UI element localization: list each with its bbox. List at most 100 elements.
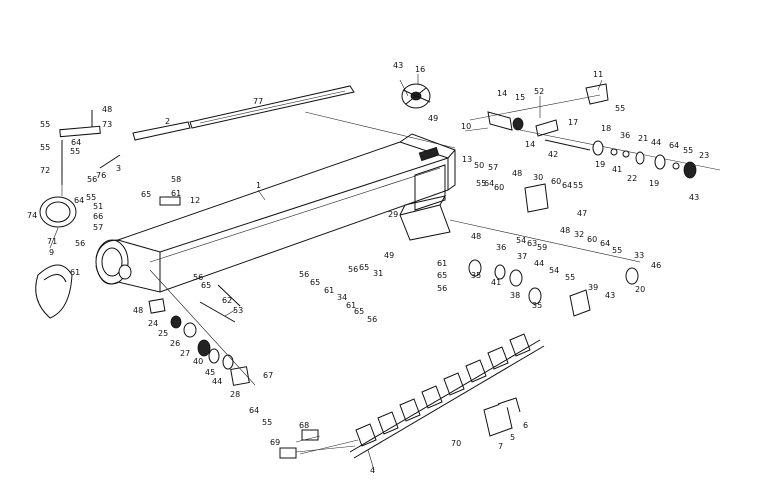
callout-56g: 56 <box>367 315 377 324</box>
callout-28: 28 <box>230 390 240 399</box>
callout-60c: 60 <box>587 235 597 244</box>
callout-12: 12 <box>190 196 200 205</box>
callout-13: 13 <box>462 155 472 164</box>
callout-77: 77 <box>253 97 263 106</box>
callout-55g: 55 <box>573 181 583 190</box>
callout-36b: 36 <box>620 131 630 140</box>
callout-16: 16 <box>415 65 425 74</box>
chain-conveyor <box>279 333 545 459</box>
callout-74: 74 <box>27 211 37 220</box>
callout-36a: 36 <box>496 243 506 252</box>
callout-7: 7 <box>498 442 503 451</box>
callout-56d: 56 <box>299 270 309 279</box>
callout-42: 42 <box>548 150 558 159</box>
callout-41b: 41 <box>612 165 622 174</box>
callout-38: 38 <box>510 291 520 300</box>
callout-44c: 44 <box>651 138 661 147</box>
callout-55d: 55 <box>86 193 96 202</box>
callout-17: 17 <box>568 118 578 127</box>
callout-32: 32 <box>574 230 584 239</box>
callout-71: 71 <box>47 237 57 246</box>
callout-60b: 60 <box>551 177 561 186</box>
leader-lines <box>49 74 603 471</box>
left-parts <box>35 110 181 319</box>
callout-55b: 55 <box>40 143 50 152</box>
callout-66: 66 <box>93 212 103 221</box>
callout-10: 10 <box>461 122 471 131</box>
callout-3: 3 <box>116 164 121 173</box>
callout-65b: 65 <box>201 281 211 290</box>
callout-69: 69 <box>270 438 280 447</box>
callout-19a: 19 <box>595 160 605 169</box>
callout-55h: 55 <box>683 146 693 155</box>
callout-55j: 55 <box>565 273 575 282</box>
callout-4: 4 <box>370 466 375 475</box>
callout-65f: 65 <box>354 307 364 316</box>
chain-links <box>355 333 531 447</box>
callout-11: 11 <box>593 70 603 79</box>
callout-44b: 44 <box>534 259 544 268</box>
callout-58: 58 <box>171 175 181 184</box>
callout-45: 45 <box>205 368 215 377</box>
callout-64g: 64 <box>249 406 259 415</box>
callout-54a: 54 <box>516 236 526 245</box>
callout-56a: 56 <box>87 175 97 184</box>
callout-49b: 49 <box>384 251 394 260</box>
callout-40: 40 <box>193 357 203 366</box>
callout-56b: 56 <box>75 239 85 248</box>
callout-61b: 61 <box>171 189 181 198</box>
callout-60a: 60 <box>494 183 504 192</box>
callout-14a: 14 <box>497 89 507 98</box>
callout-64d: 64 <box>484 179 494 188</box>
callout-70: 70 <box>451 439 461 448</box>
callout-19b: 19 <box>649 179 659 188</box>
callout-51: 51 <box>93 202 103 211</box>
callout-23: 23 <box>699 151 709 160</box>
right-bracket <box>399 183 641 317</box>
callout-55: 55 <box>40 120 50 129</box>
callout-46: 46 <box>651 261 661 270</box>
callout-43c: 43 <box>605 291 615 300</box>
callout-26: 26 <box>170 339 180 348</box>
callout-labels: 1 2 3 4 5 6 7 9 10 11 12 13 14 14 15 16 … <box>27 61 709 475</box>
callout-56f: 56 <box>437 284 447 293</box>
callout-50: 50 <box>474 161 484 170</box>
callout-15: 15 <box>515 93 525 102</box>
callout-61d: 61 <box>324 286 334 295</box>
pulley-assembly <box>399 79 721 179</box>
callout-5: 5 <box>510 433 515 442</box>
callout-61a: 61 <box>70 268 80 277</box>
callout-48d: 48 <box>133 306 143 315</box>
callout-48e: 48 <box>560 226 570 235</box>
callout-59: 59 <box>537 243 547 252</box>
callout-22: 22 <box>627 174 637 183</box>
callout-65d: 65 <box>359 263 369 272</box>
callout-25: 25 <box>158 329 168 338</box>
callout-55i: 55 <box>612 246 622 255</box>
callout-65e: 65 <box>437 271 447 280</box>
callout-52: 52 <box>534 87 544 96</box>
callout-14b: 14 <box>525 140 535 149</box>
callout-48a: 48 <box>102 105 112 114</box>
callout-54b: 54 <box>549 266 559 275</box>
callout-43b: 43 <box>689 193 699 202</box>
callout-64c: 64 <box>562 181 572 190</box>
callout-76: 76 <box>96 171 106 180</box>
callout-29: 29 <box>388 210 398 219</box>
callout-61c: 61 <box>437 259 447 268</box>
callout-18: 18 <box>601 124 611 133</box>
callout-56e: 56 <box>348 265 358 274</box>
callout-64e: 64 <box>669 141 679 150</box>
callout-57b: 57 <box>488 163 498 172</box>
callout-6: 6 <box>523 421 528 430</box>
callout-67: 67 <box>263 371 273 380</box>
callout-30: 30 <box>533 173 543 182</box>
callout-55k: 55 <box>262 418 272 427</box>
callout-55f: 55 <box>476 179 486 188</box>
callout-35b: 35 <box>532 301 542 310</box>
callout-61e: 61 <box>346 301 356 310</box>
lower-left-hardware <box>148 269 256 386</box>
callout-64a: 64 <box>71 138 81 147</box>
